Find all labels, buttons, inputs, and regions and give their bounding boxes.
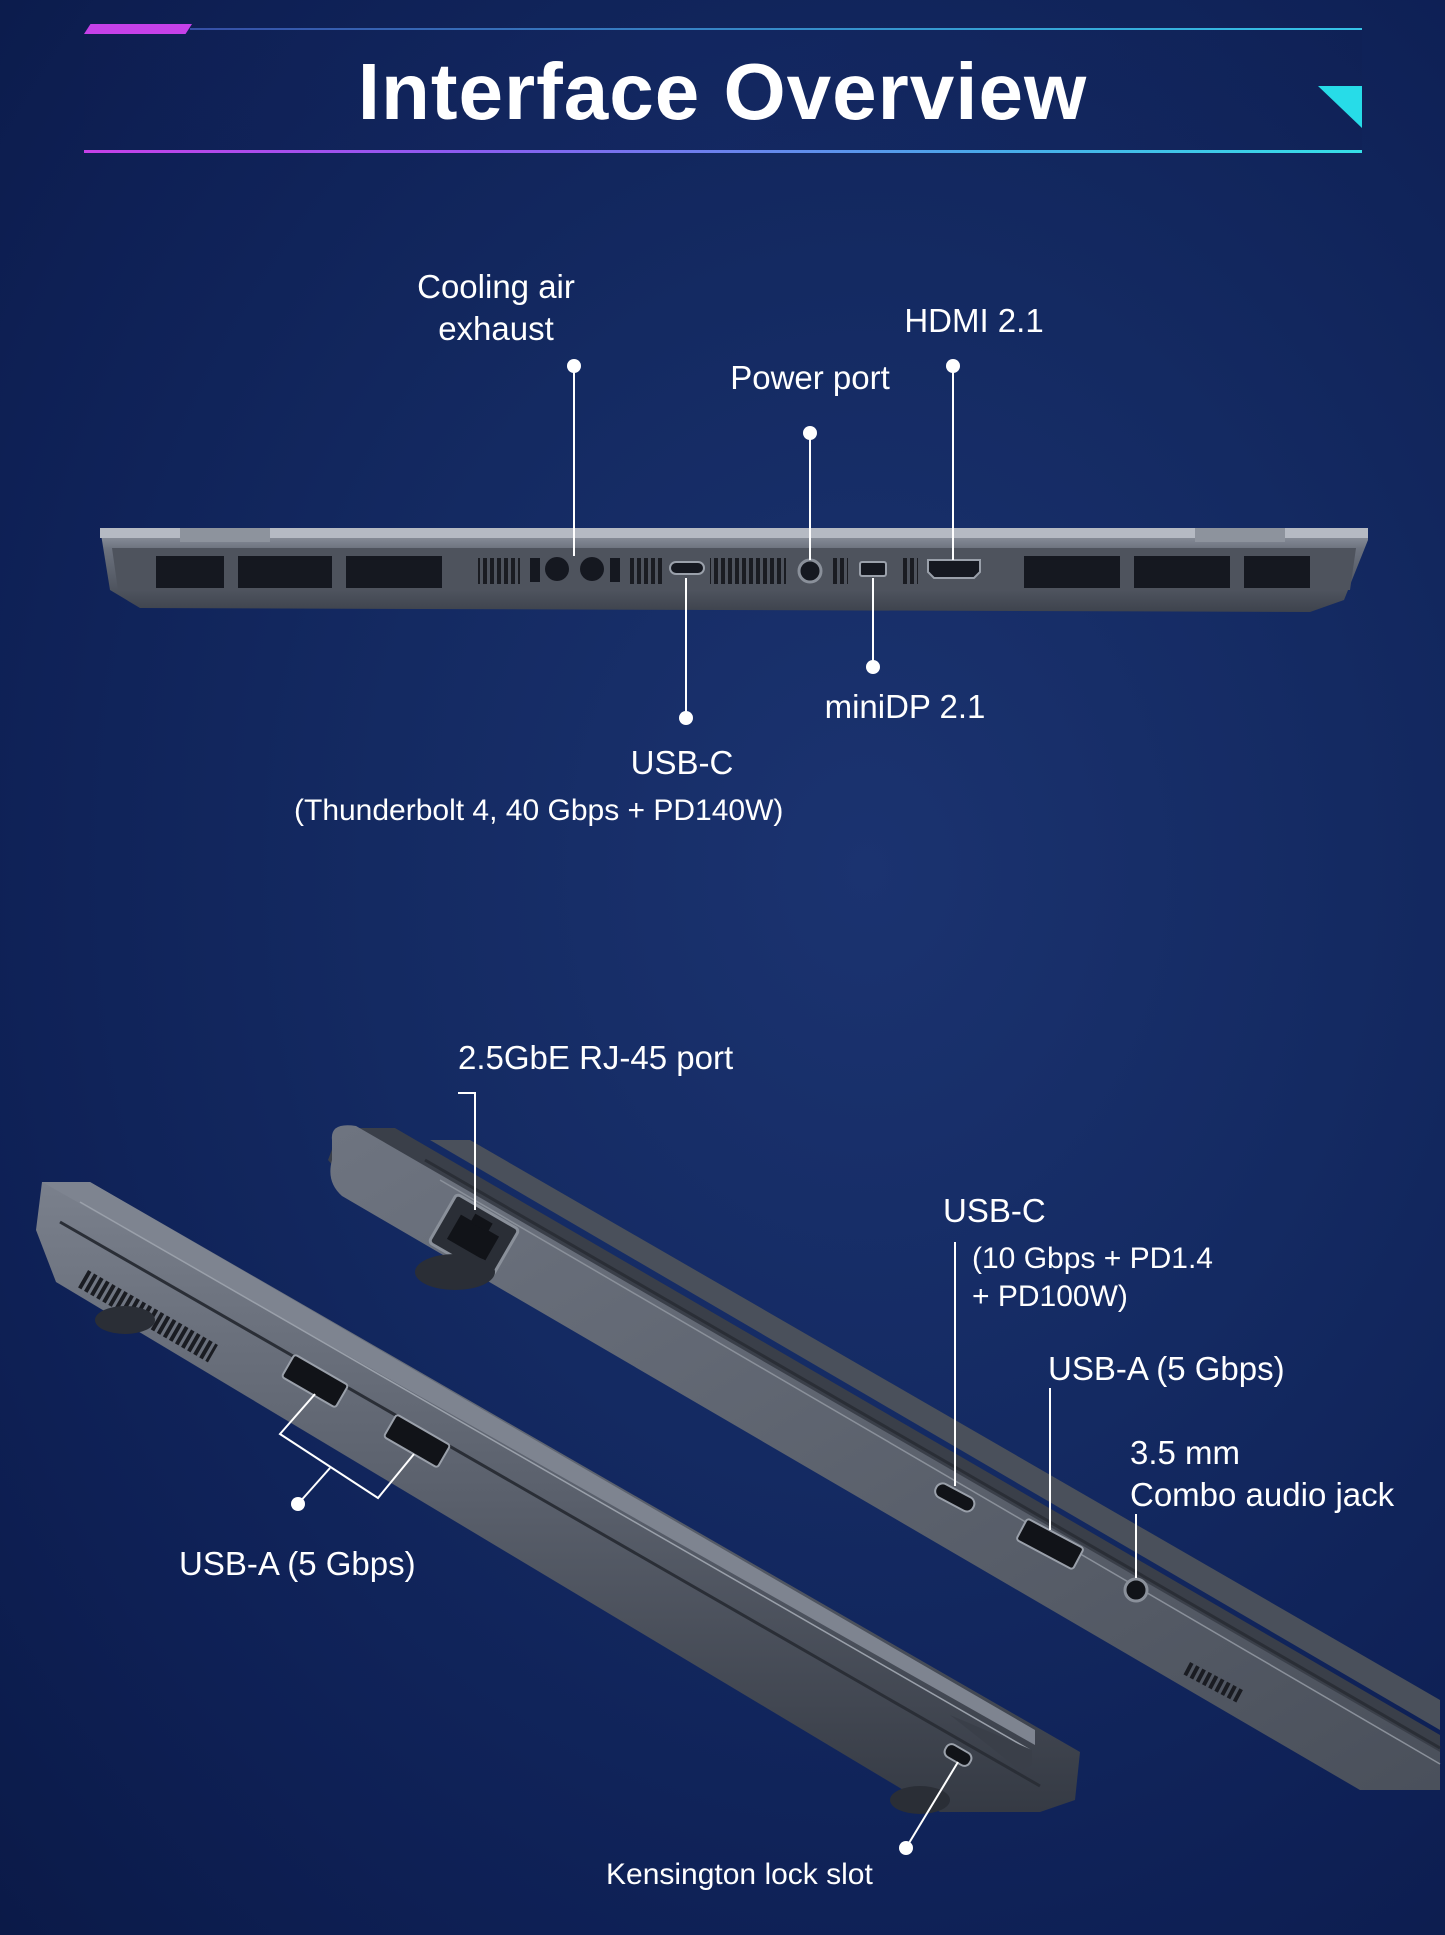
rear-callouts (567, 359, 960, 725)
header: Interface Overview (0, 0, 1445, 170)
label-cooling: Cooling air exhaust (396, 266, 596, 350)
page-title: Interface Overview (357, 47, 1088, 136)
label-cooling-line2: exhaust (438, 310, 554, 347)
label-usbc-side-detail2: + PD100W) (972, 1280, 1128, 1313)
side-callout-dots (291, 1497, 913, 1855)
title-accent-magenta (84, 24, 192, 34)
label-audio-line2: Combo audio jack (1130, 1476, 1395, 1513)
label-usba-right: USB-A (5 Gbps) (1048, 1350, 1285, 1387)
label-usbc-side-title: USB-C (943, 1192, 1046, 1229)
title-bottom-line (84, 150, 1362, 153)
left-side-laptop (36, 1182, 1080, 1814)
label-rj45: 2.5GbE RJ-45 port (458, 1039, 734, 1076)
side-callouts (278, 1092, 1137, 1849)
label-kensington: Kensington lock slot (606, 1858, 873, 1891)
label-hdmi: HDMI 2.1 (904, 302, 1044, 339)
title-top-line (190, 28, 1362, 30)
title-band (84, 28, 1362, 152)
rear-view-laptop (100, 528, 1368, 612)
label-audio-line1: 3.5 mm (1130, 1434, 1241, 1471)
label-usbc-rear-detail: (Thunderbolt 4, 40 Gbps + PD140W) (294, 794, 784, 827)
label-usbc-rear-title: USB-C (630, 744, 734, 781)
right-side-laptop (328, 1125, 1441, 1790)
label-cooling-line1: Cooling air (417, 268, 575, 305)
label-usba-left: USB-A (5 Gbps) (179, 1545, 416, 1582)
label-minidp: miniDP 2.1 (824, 688, 986, 725)
label-power-port: Power port (730, 359, 890, 396)
label-usbc-side-detail1: (10 Gbps + PD1.4 (972, 1242, 1213, 1275)
